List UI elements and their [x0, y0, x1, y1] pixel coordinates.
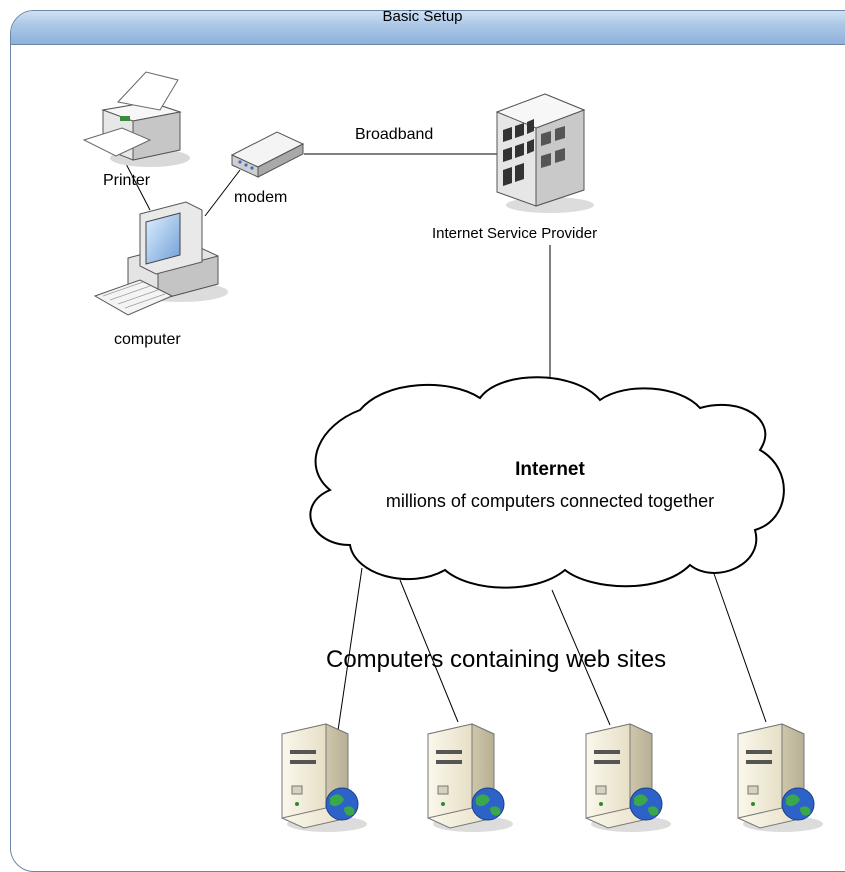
- computer-label: computer: [114, 331, 181, 348]
- server-link-3: [551, 589, 611, 726]
- globe-icon: [629, 787, 663, 821]
- web-server-3-icon: [585, 723, 671, 832]
- web-server-1-icon: [281, 723, 367, 832]
- internet-subtitle: millions of computers connected together: [385, 491, 715, 511]
- modem-icon: [230, 131, 305, 178]
- internet-title: Internet: [515, 459, 585, 480]
- server-link-1: [335, 567, 363, 745]
- modem-label: modem: [234, 189, 288, 206]
- printer-computer-link: [123, 159, 151, 211]
- web-server-4-icon: [737, 723, 823, 832]
- servers-label: Computers containing web sites: [326, 646, 667, 673]
- diagram-title: Basic Setup: [382, 8, 463, 25]
- server-link-4: [711, 567, 767, 723]
- title-bar: [11, 11, 845, 45]
- computer-icon: [93, 201, 228, 316]
- isp-label: Internet Service Provider: [432, 225, 598, 242]
- network-diagram: [82, 71, 823, 832]
- globe-icon: [781, 787, 815, 821]
- printer-label: Printer: [103, 172, 151, 189]
- isp-building-icon: [495, 93, 594, 213]
- globe-icon: [325, 787, 359, 821]
- globe-icon: [471, 787, 505, 821]
- connection-lines: [123, 153, 767, 745]
- web-server-2-icon: [427, 723, 513, 832]
- computer-modem-link: [204, 169, 241, 217]
- printer-icon: [82, 71, 190, 167]
- internet-cloud: [309, 376, 785, 589]
- server-link-2: [399, 579, 459, 723]
- broadband-label: Broadband: [355, 126, 434, 143]
